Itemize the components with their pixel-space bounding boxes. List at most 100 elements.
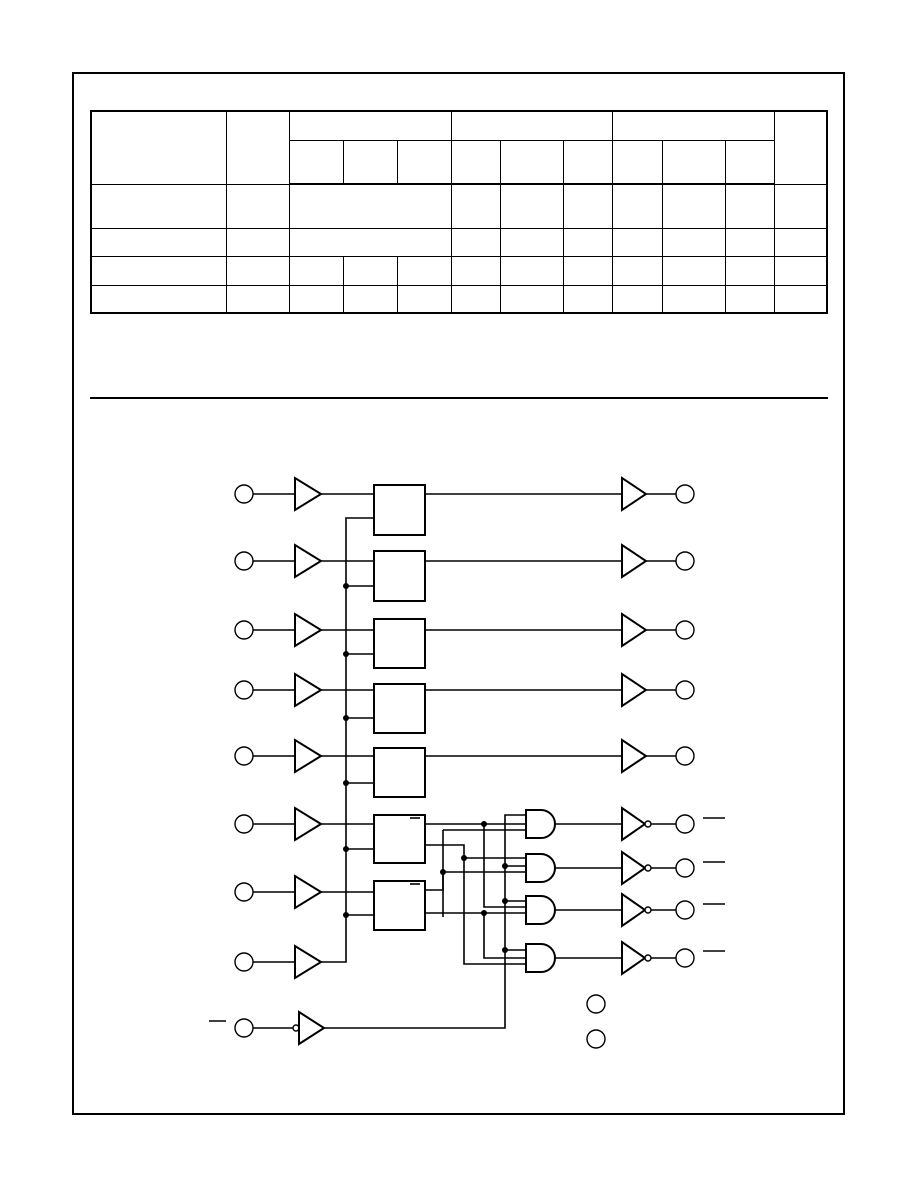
input-channel-5 [234, 738, 695, 798]
input-pin-8 [234, 952, 254, 972]
input-pin-4 [234, 680, 254, 700]
table-cell [773, 255, 828, 286]
table-cell [773, 183, 828, 229]
table-header-row-2 [91, 139, 827, 185]
inverting-buffer-2 [621, 850, 647, 886]
output-pin-4 [675, 680, 695, 700]
table-cell [562, 227, 613, 257]
junction-dot [343, 583, 349, 589]
table-cell [611, 284, 663, 314]
junction-dot [343, 715, 349, 721]
latch-3 [373, 618, 426, 669]
input-buffer-3 [294, 612, 323, 648]
table-header-row-1 [90, 110, 828, 185]
latch-6 [373, 814, 426, 864]
table-cell [499, 183, 564, 229]
header-group-1 [288, 110, 452, 141]
output-pin-5 [675, 746, 695, 766]
input-channel-6 [234, 806, 426, 864]
strobe-line [324, 814, 526, 1029]
table-cell [225, 255, 290, 286]
table-cell [562, 284, 613, 314]
page-frame [72, 72, 845, 1115]
inverting-buffer-4 [621, 940, 647, 976]
header-subcell [562, 139, 613, 185]
output-pin-2 [675, 551, 695, 571]
junction-dot [343, 912, 349, 918]
output-buffer-4 [621, 672, 648, 708]
input-channel-8 [234, 517, 374, 980]
table-cell [90, 284, 227, 314]
table-cell [773, 284, 828, 314]
header-cell-symbol [225, 110, 290, 185]
junction-dot [481, 821, 487, 827]
junction-dot [502, 947, 508, 953]
table-cell [562, 183, 613, 229]
latch-1 [373, 484, 426, 536]
table-cell [225, 284, 290, 314]
decoded-output-4 [525, 940, 725, 976]
output-pin-1 [675, 484, 695, 504]
power-pin-gnd [586, 1029, 606, 1049]
decoded-output-pin-2 [675, 858, 695, 878]
input-buffer-8 [294, 944, 323, 980]
output-buffer-2 [621, 543, 648, 579]
and-gate-1 [525, 809, 556, 839]
input-pin-7 [234, 882, 254, 902]
latch-7 [373, 880, 426, 931]
header-cell-units [773, 110, 828, 185]
header-subcell [499, 139, 564, 185]
input-pin-2 [234, 551, 254, 571]
inverting-buffer-1 [621, 806, 647, 842]
input-pin-1 [234, 484, 254, 504]
input-buffer-7 [294, 874, 323, 910]
input-buffer-1 [294, 476, 323, 512]
spec-table [90, 110, 828, 314]
table-row [90, 255, 828, 286]
latch-5 [373, 747, 426, 798]
decoded-output-2 [525, 850, 725, 886]
table-cell [396, 284, 452, 314]
and-gate-4 [525, 943, 556, 973]
table-cell [724, 227, 775, 257]
input-channel-4 [234, 672, 695, 734]
and-gate-3 [525, 895, 556, 925]
input-buffer-4 [294, 672, 323, 708]
table-cell [724, 284, 775, 314]
table-row [90, 284, 828, 314]
latch-4 [373, 683, 426, 734]
junction-dot [461, 855, 467, 861]
input-channel-1 [234, 476, 695, 536]
power-pin-vcc [586, 994, 606, 1014]
decoded-output-1 [525, 806, 725, 842]
output-buffer-5 [621, 738, 648, 774]
decoded-output-3 [525, 892, 725, 928]
enable-taps [343, 583, 374, 918]
input-channel-2 [234, 543, 695, 602]
table-cell [724, 255, 775, 286]
strobe-buffer [298, 1010, 326, 1046]
and-gate-2 [525, 853, 556, 883]
output-buffer-3 [621, 612, 648, 648]
junction-dot [502, 898, 508, 904]
header-subcell [611, 139, 663, 185]
inversion-bubble [644, 820, 652, 828]
strobe-channel [209, 814, 526, 1046]
input-pin-5 [234, 746, 254, 766]
decoded-output-pin-4 [675, 948, 695, 968]
junction-dot [343, 846, 349, 852]
table-cell [450, 183, 501, 229]
input-buffer-2 [294, 543, 323, 579]
header-group-3 [611, 110, 775, 141]
junction-dot [440, 869, 446, 875]
output-buffer-1 [621, 476, 648, 512]
table-cell [611, 183, 663, 229]
latch-2 [373, 550, 426, 602]
decoded-output-pin-3 [675, 900, 695, 920]
input-pin-3 [234, 620, 254, 640]
input-channel-3 [234, 612, 695, 669]
input-channel-7 [234, 874, 426, 931]
table-cell [450, 255, 501, 286]
input-buffer-5 [294, 738, 323, 774]
